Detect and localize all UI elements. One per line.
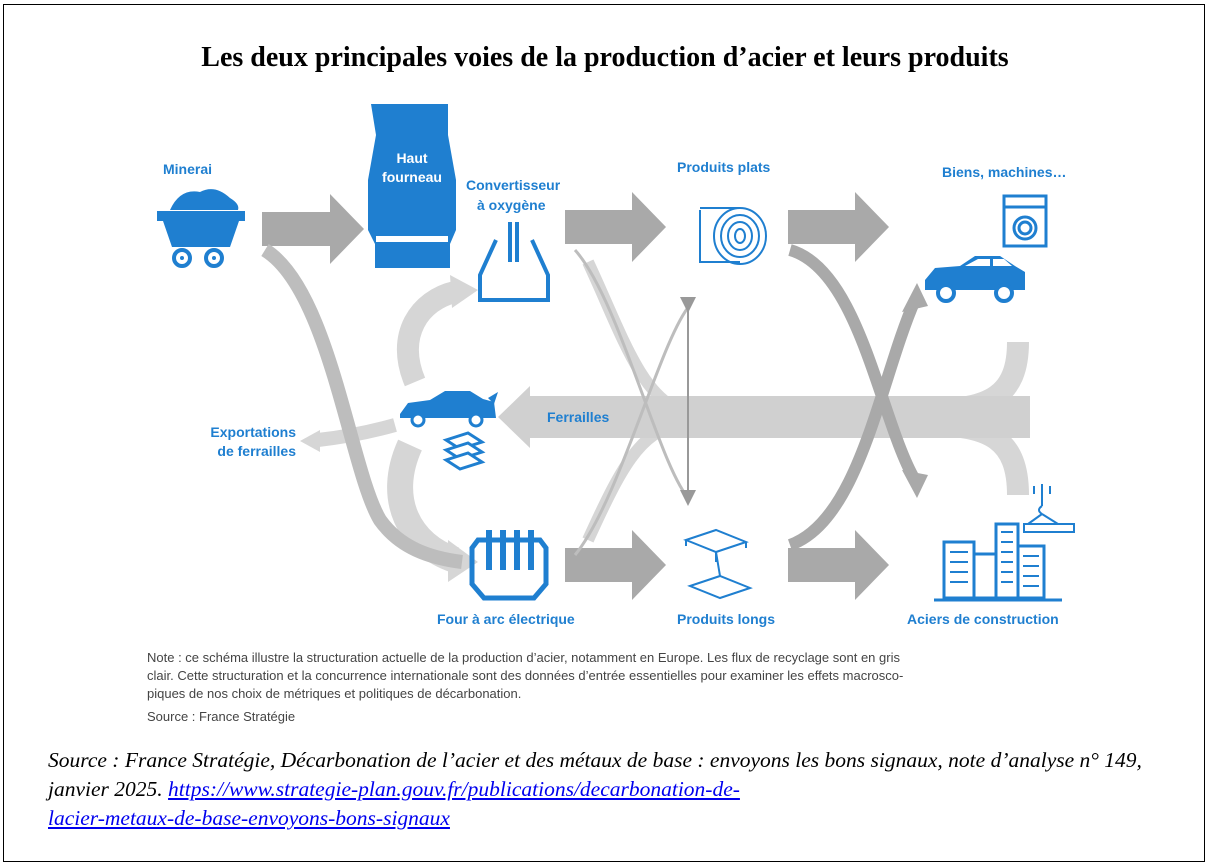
flow-curve-to-converter: [396, 281, 459, 387]
citation-text: Source : France Stratégie, Décarbonation…: [48, 748, 1142, 801]
washing-machine-icon: [1002, 194, 1048, 248]
figure-source: Source : France Stratégie: [147, 709, 296, 724]
flow-curve-to-converter-head: [450, 275, 478, 308]
flow-longs-to-ferrailles: [582, 419, 682, 543]
label-four-arc: Four à arc électrique: [437, 611, 575, 627]
label-exportations-1: Exportations: [210, 424, 296, 440]
flow-plats-to-construction: [787, 244, 921, 484]
steel-production-diagram: Minerai Haut fourneau Convertisseur à ox…: [157, 104, 1075, 627]
label-ferrailles: Ferrailles: [547, 409, 609, 425]
steel-coil-icon: [699, 207, 767, 265]
flow-convertisseur-to-longs: [573, 248, 692, 502]
scrap-plates-icon: [442, 431, 486, 471]
label-convertisseur-2: à oxygène: [477, 197, 546, 213]
car-icon: [925, 256, 1025, 303]
label-convertisseur-1: Convertisseur: [466, 177, 561, 193]
label-biens-machines: Biens, machines…: [942, 164, 1067, 180]
citation: Source : France Stratégie, Décarbonation…: [48, 746, 1178, 833]
electric-arc-furnace-icon: [469, 530, 549, 601]
minecart-icon: [157, 189, 245, 268]
arrow-eaf-longs: [565, 530, 666, 600]
cross-flows: [260, 244, 928, 569]
label-aciers-construction: Aciers de construction: [907, 611, 1059, 627]
arrow-plats-biens: [788, 192, 889, 262]
label-produits-plats: Produits plats: [677, 159, 771, 175]
crane-hook-icon: [1023, 484, 1075, 533]
i-beam-icon: [683, 528, 753, 600]
flow-export-head: [300, 430, 320, 452]
buildings-icon: [934, 522, 1062, 602]
flow-eaf-to-plats: [573, 304, 692, 556]
figure-note: Note : ce schéma illustre la structurati…: [147, 649, 1082, 703]
blast-furnace-icon: [368, 104, 456, 268]
flow-plats-to-ferrailles: [582, 259, 683, 416]
label-exportations-2: de ferrailles: [217, 443, 296, 459]
main-flows: [262, 192, 889, 600]
oxygen-converter-icon: [478, 222, 550, 302]
scrap-car-icon: [400, 391, 498, 428]
label-minerai: Minerai: [163, 161, 212, 177]
flow-minerai-to-eaf: [260, 244, 463, 569]
note-line-1: Note : ce schéma illustre la structurati…: [147, 650, 900, 665]
flow-longs-to-biens: [787, 297, 921, 551]
arrow-minerai-haut-fourneau: [262, 194, 364, 264]
arrow-convertisseur-plats: [565, 192, 666, 262]
label-produits-longs: Produits longs: [677, 611, 775, 627]
flow-curve-to-eaf-head: [448, 540, 478, 582]
note-line-3: piques de nos choix de métriques et poli…: [147, 686, 522, 701]
citation-link[interactable]: https://www.strategie-plan.gouv.fr/publi…: [48, 777, 740, 830]
label-haut-fourneau-1: Haut: [396, 150, 427, 166]
label-haut-fourneau-2: fourneau: [382, 169, 442, 185]
note-line-2: clair. Cette structuration et la concurr…: [147, 668, 904, 683]
figure-title: Les deux principales voies de la product…: [201, 42, 1009, 73]
arrow-longs-construction: [788, 530, 889, 600]
